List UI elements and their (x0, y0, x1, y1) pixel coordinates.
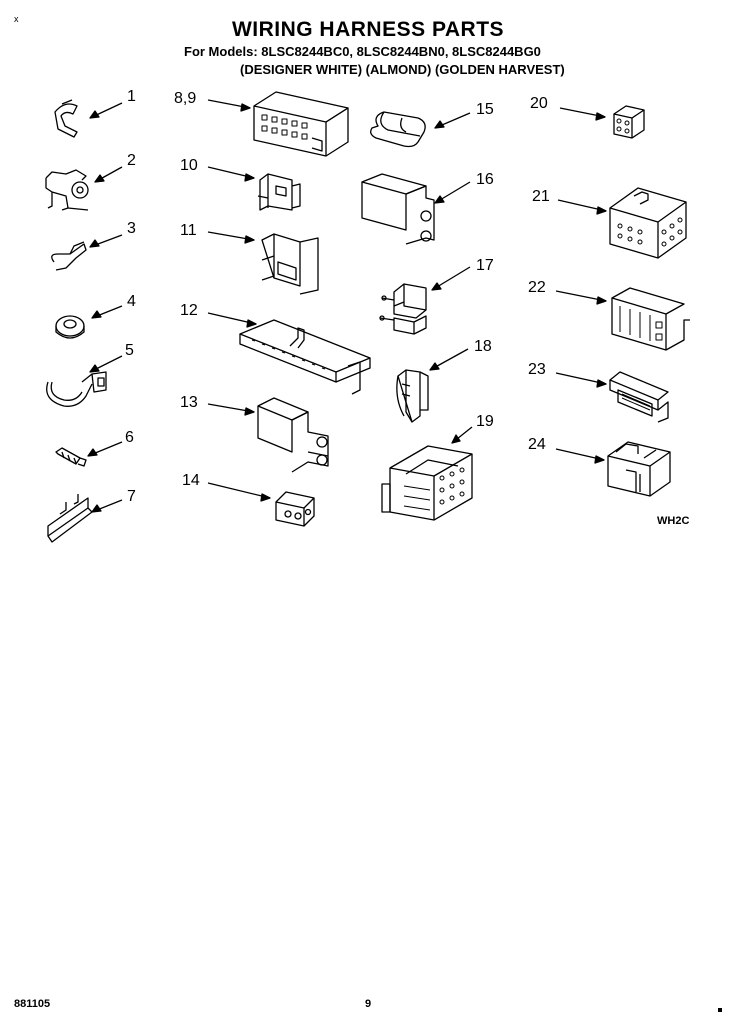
part-label-4: 4 (127, 293, 136, 310)
part-label-8-9: 8,9 (174, 90, 197, 107)
part-label-2: 2 (127, 152, 136, 169)
part-label-19: 19 (476, 413, 494, 430)
part-label-21: 21 (532, 188, 550, 205)
part-label-3: 3 (127, 220, 136, 237)
part-21-block-drawing (609, 187, 687, 259)
part-16-connector-drawing (361, 173, 435, 245)
variants-line: (DESIGNER WHITE) (ALMOND) (GOLDEN HARVES… (240, 62, 565, 77)
part-8-9-housing-drawing (253, 91, 349, 157)
part-label-5: 5 (125, 342, 134, 359)
part-label-16: 16 (476, 171, 494, 188)
part-label-24: 24 (528, 436, 546, 453)
part-2-clip-drawing (45, 169, 89, 211)
part-23-dsub-drawing (609, 371, 669, 423)
part-22-connector-drawing (611, 287, 690, 351)
page-title: WIRING HARNESS PARTS (231, 18, 505, 41)
part-label-22: 22 (528, 279, 546, 296)
part-3-clip-drawing (51, 241, 87, 271)
part-20-cube-drawing (613, 105, 645, 139)
part-label-10: 10 (180, 157, 198, 174)
part-19-connector-drawing (381, 445, 473, 521)
part-label-7: 7 (127, 488, 136, 505)
part-6-screw-drawing (55, 447, 87, 467)
part-1-clip-drawing (54, 99, 78, 138)
part-4-ring-drawing (55, 315, 85, 339)
part-13-connector-drawing (257, 397, 329, 473)
part-label-23: 23 (528, 361, 546, 378)
part-5-clamp-drawing (46, 371, 107, 407)
part-label-20: 20 (530, 95, 548, 112)
corner-mark: x (14, 14, 19, 24)
part-12-strip-drawing (239, 319, 371, 395)
models-line: For Models: 8LSC8244BC0, 8LSC8244BN0, 8L… (184, 44, 541, 59)
part-15-sleeve-drawing (370, 111, 426, 148)
part-18-bracket-drawing (396, 369, 429, 423)
part-label-13: 13 (180, 394, 198, 411)
part-label-17: 17 (476, 257, 494, 274)
leader-arrows (87, 99, 607, 513)
part-label-1: 1 (127, 88, 136, 105)
part-14-housing-drawing (275, 491, 315, 527)
part-17-block-drawing (379, 283, 427, 335)
part-label-15: 15 (476, 101, 494, 118)
part-10-connector-drawing (257, 173, 301, 211)
doc-number: 881105 (14, 998, 51, 1010)
part-label-14: 14 (182, 472, 200, 489)
part-7-strip-drawing (47, 494, 93, 543)
part-label-6: 6 (125, 429, 134, 446)
page-number: 9 (365, 998, 372, 1010)
corner-dot (718, 1008, 722, 1012)
diagram-code: WH2C (657, 515, 690, 527)
part-24-connector-drawing (607, 441, 671, 497)
part-label-18: 18 (474, 338, 492, 355)
part-label-11: 11 (180, 222, 197, 239)
part-label-12: 12 (180, 302, 198, 319)
part-11-connector-drawing (261, 233, 319, 295)
